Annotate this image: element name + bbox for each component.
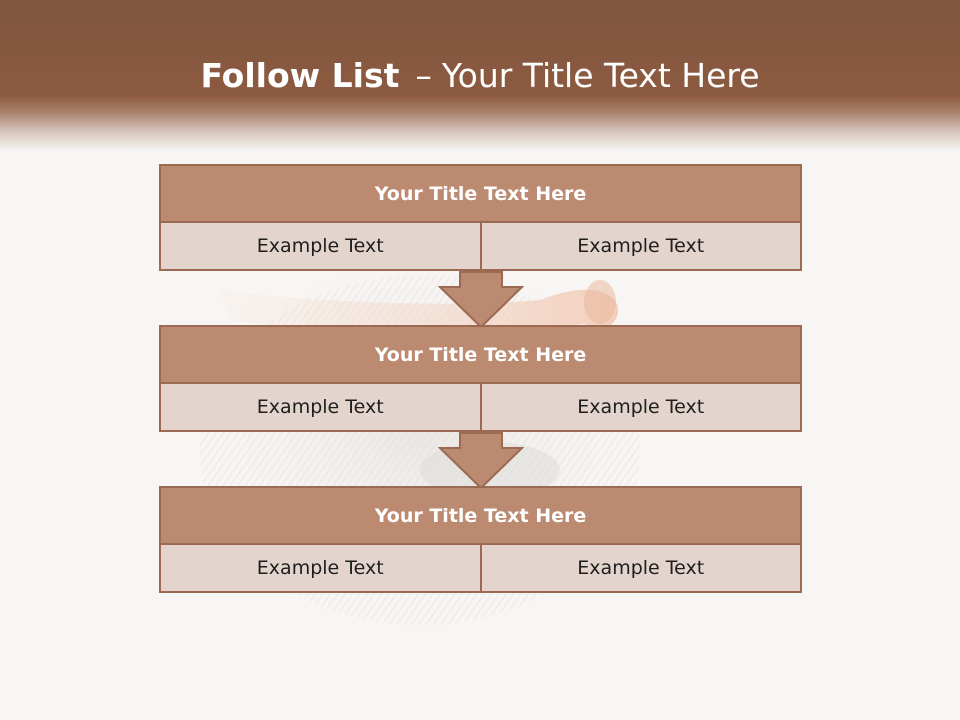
step-2-right-cell: Example Text [479,384,800,430]
step-1-right-cell: Example Text [479,223,800,269]
down-arrow-icon [438,432,524,490]
step-3-title: Your Title Text Here [161,488,800,545]
step-1-title: Your Title Text Here [161,166,800,223]
step-3-right-cell: Example Text [479,545,800,591]
title-separator: – [415,56,432,95]
slide-title: Follow List–Your Title Text Here [0,52,960,100]
header-band [0,0,960,150]
step-1-left-cell: Example Text [161,223,480,269]
down-arrow-icon [438,271,524,329]
step-2-panel: Your Title Text Here Example Text Exampl… [159,325,802,432]
title-main-part: Your Title Text Here [441,56,760,95]
title-bold-part: Follow List [200,56,400,95]
step-2-row: Example Text Example Text [161,384,800,430]
step-1-panel: Your Title Text Here Example Text Exampl… [159,164,802,271]
step-1-row: Example Text Example Text [161,223,800,269]
step-2-title: Your Title Text Here [161,327,800,384]
step-2-left-cell: Example Text [161,384,480,430]
step-3-left-cell: Example Text [161,545,480,591]
step-3-row: Example Text Example Text [161,545,800,591]
step-3-panel: Your Title Text Here Example Text Exampl… [159,486,802,593]
